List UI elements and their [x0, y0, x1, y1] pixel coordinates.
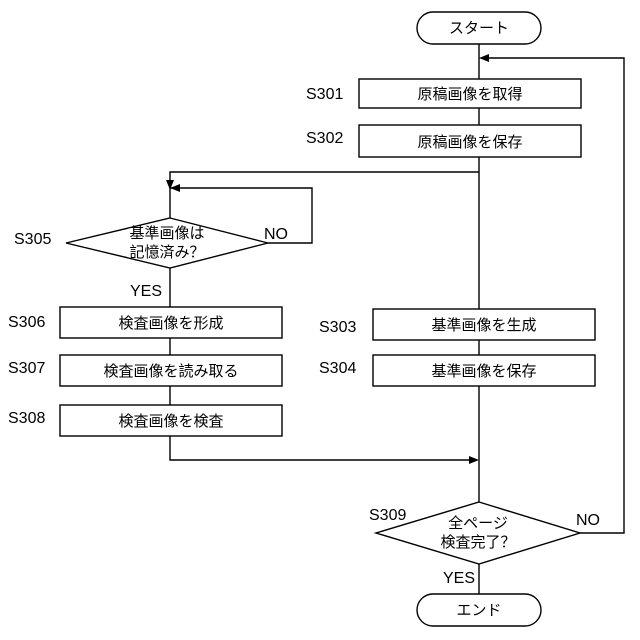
- end-terminal: エンド: [417, 594, 541, 626]
- decision-label-line2: 検査完了？: [440, 533, 515, 551]
- end-label: エンド: [456, 601, 501, 619]
- process-s306: 検査画像を形成 S306: [8, 307, 282, 338]
- connector-s302-s305: [170, 172, 479, 218]
- arrowheads: [166, 54, 489, 464]
- branch-yes-label: YES: [443, 570, 475, 587]
- branch-no-label: NO: [264, 226, 288, 243]
- decision-label-line1: 全ページ: [448, 514, 508, 532]
- start-label: スタート: [449, 19, 509, 37]
- process-label: 基準画像を生成: [431, 316, 536, 334]
- process-s303: 基準画像を生成 S303: [319, 309, 595, 340]
- step-id: S305: [14, 231, 51, 248]
- process-s302: 原稿画像を保存 S302: [306, 125, 581, 157]
- step-id: S306: [8, 314, 45, 331]
- arrowhead-s301-loop: [479, 54, 489, 62]
- step-id: S307: [8, 360, 45, 377]
- decision-s309: 全ページ 検査完了？ S309 NO YES: [369, 502, 600, 587]
- process-label: 検査画像を検査: [118, 412, 223, 430]
- decision-label-line1: 基準画像は: [129, 224, 204, 242]
- decision-label-line2: 記憶済み？: [129, 243, 204, 261]
- step-id: S303: [319, 319, 356, 336]
- process-s301: 原稿画像を取得 S301: [306, 79, 581, 108]
- step-id: S302: [306, 130, 343, 147]
- step-id: S301: [306, 86, 343, 103]
- branch-yes-label: YES: [130, 283, 162, 300]
- process-label: 検査画像を読み取る: [103, 362, 238, 380]
- process-label: 原稿画像を取得: [417, 85, 522, 103]
- process-s304: 基準画像を保存 S304: [319, 355, 595, 386]
- process-s307: 検査画像を読み取る S307: [8, 355, 282, 386]
- process-label: 原稿画像を保存: [417, 133, 522, 151]
- arrowhead-merge: [469, 456, 479, 464]
- process-s308: 検査画像を検査 S308: [8, 405, 282, 436]
- start-terminal: スタート: [417, 12, 541, 44]
- step-id: S308: [8, 410, 45, 427]
- step-id: S309: [369, 507, 406, 524]
- step-id: S304: [319, 360, 356, 377]
- process-label: 基準画像を保存: [431, 362, 536, 380]
- decision-s305: 基準画像は 記憶済み？ S305 NO YES: [14, 218, 288, 300]
- connector-s308-merge: [170, 436, 470, 460]
- process-label: 検査画像を形成: [118, 314, 223, 332]
- branch-no-label: NO: [576, 512, 600, 529]
